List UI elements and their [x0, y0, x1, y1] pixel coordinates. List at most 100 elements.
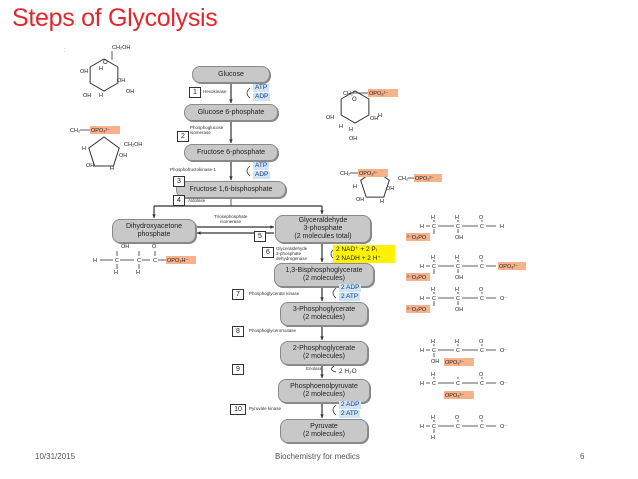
- atom-bottom: OH: [455, 275, 463, 281]
- step-number-4: 4: [173, 195, 185, 206]
- g6p-ring: [340, 90, 370, 124]
- enzyme-phosphoglycerate-kinase: Phosphoglycerate kinase: [249, 291, 300, 296]
- arrow-head: [270, 225, 274, 229]
- phosphate-highlight: [358, 169, 388, 177]
- phosphate-highlight: [444, 391, 474, 399]
- f16bp-ring: [360, 169, 390, 198]
- atom-h: H: [339, 124, 343, 130]
- atom-oh: OH: [80, 69, 88, 75]
- atom-bottom: OH: [455, 307, 463, 313]
- step-number-6: 6: [262, 247, 274, 258]
- arrow-head: [229, 99, 233, 103]
- atom-oh: OH: [121, 244, 129, 250]
- atom-h: H: [99, 93, 103, 99]
- atom-c: C: [432, 424, 436, 430]
- atom-top: H: [455, 255, 459, 261]
- phosphate-highlight: [444, 358, 474, 366]
- fructose-1-6-bisphosphate-box: Fructose 1,6-bisphosphate: [176, 181, 286, 198]
- cofactor-arc: [246, 165, 251, 177]
- phosphate-highlight: [90, 126, 120, 134]
- enzyme-enolase: Enolase: [306, 366, 323, 371]
- atom-h: H: [93, 258, 97, 264]
- bisphosphoglycerate-box: 1,3-Bisphosphoglycerate (2 molecules): [274, 263, 374, 287]
- step-number-5: 5: [254, 231, 266, 242]
- atom-c: C: [432, 348, 436, 354]
- slide-footer-text: Biochemistry for medics: [275, 452, 360, 461]
- atom-o: O: [152, 244, 157, 250]
- cofactor-arc: [246, 87, 251, 99]
- atom-top: O: [479, 372, 484, 378]
- arrow-head: [229, 176, 233, 180]
- step-number-7: 7: [232, 289, 244, 300]
- glucose-6-phosphate-box: Glucose 6-phosphate: [184, 104, 278, 121]
- arrow-head: [152, 214, 156, 218]
- glucose-ring: [89, 58, 119, 92]
- atom-oh: OH: [356, 197, 364, 203]
- f6p-ch2oh: CH₂OH: [124, 142, 142, 148]
- atom-c: C: [432, 264, 436, 270]
- atom-right: O⁻: [500, 381, 507, 387]
- step7-adp-label: 2 ADP: [339, 284, 362, 292]
- arrow-head: [197, 231, 201, 235]
- atom-h: H: [420, 264, 424, 270]
- arrow-head: [229, 139, 233, 143]
- atom-right: H: [500, 224, 504, 230]
- atom-top: O: [479, 415, 484, 421]
- atom-top: O: [479, 255, 484, 261]
- slide-date: 10/31/2015: [35, 452, 76, 461]
- phosphate-highlight: [406, 305, 430, 313]
- ring-oxygen: O: [103, 60, 108, 66]
- arrow-head: [320, 297, 324, 301]
- atom-h: H: [380, 199, 384, 205]
- enzyme-hexokinase: Hexokinase: [203, 89, 227, 94]
- f6p-ring: [88, 136, 120, 167]
- atom-h: H: [99, 66, 103, 72]
- 2-phosphoglycerate-box: 2-Phosphoglycerate (2 molecules): [280, 341, 368, 365]
- glyceraldehyde-3-phosphate-box: Glyceraldehyde 3-phosphate (2 molecules …: [275, 215, 371, 243]
- step-number-3: 3: [173, 176, 185, 187]
- atom-c: C: [480, 424, 484, 430]
- enzyme-phosphoglyceromutase: Phosphoglyceromutase: [249, 328, 297, 333]
- atom-oh: OH: [349, 136, 357, 142]
- phosphate-label: ²⁻O₃PO: [407, 307, 427, 313]
- pyruvate-box: Pyruvate (2 molecules): [280, 419, 368, 443]
- ring-oxygen: O: [352, 97, 357, 103]
- atom-c: C: [137, 258, 141, 264]
- enzyme-triose-isomerase: Triosephosphate isomerase: [214, 214, 248, 224]
- phosphate-highlight: [368, 89, 398, 97]
- atom-top: H: [455, 339, 459, 345]
- g6p-ch2: CH₂: [343, 91, 353, 97]
- atom-top: H: [431, 255, 435, 261]
- phosphate-highlight: [498, 262, 526, 270]
- atom-top: H: [431, 339, 435, 345]
- atom-top: H: [455, 215, 459, 221]
- atom-h: H: [114, 270, 118, 276]
- atom-bottom: OH: [455, 235, 463, 241]
- atom-c: C: [456, 424, 460, 430]
- atom-oh: OH: [126, 89, 134, 95]
- atom-right: O⁻: [500, 424, 507, 430]
- atom-h: H: [420, 381, 424, 387]
- phosphate-label: OPO₃H⁻: [167, 258, 188, 264]
- slide-title: Steps of Glycolysis: [12, 4, 218, 32]
- atom-c: C: [480, 381, 484, 387]
- cofactor-arc: [332, 287, 337, 299]
- enzyme-pyruvate-kinase: Pyruvate kinase: [249, 406, 282, 411]
- atom-h: H: [420, 348, 424, 354]
- atom-top: H: [431, 287, 435, 293]
- atom-oh: OH: [370, 116, 378, 122]
- phosphate-label: OPO₃²⁻: [91, 128, 110, 134]
- atom-top: H: [431, 415, 435, 421]
- atom-c: C: [456, 224, 460, 230]
- slide-page-number: 6: [580, 452, 585, 461]
- mark-dot: :: [64, 48, 66, 54]
- atom-c: C: [480, 348, 484, 354]
- phosphoenolpyruvate-box: Phosphoenolpyruvate (2 molecules): [278, 379, 370, 403]
- phosphate-highlight: [406, 233, 430, 241]
- atom-c: C: [115, 258, 119, 264]
- atom-c: C: [480, 264, 484, 270]
- atom-bottom: OH: [431, 359, 439, 365]
- step6-nad-label: 2 NAD⁺ + 2 Pᵢ: [333, 245, 395, 254]
- step10-atp-label: 2 ATP: [339, 410, 361, 418]
